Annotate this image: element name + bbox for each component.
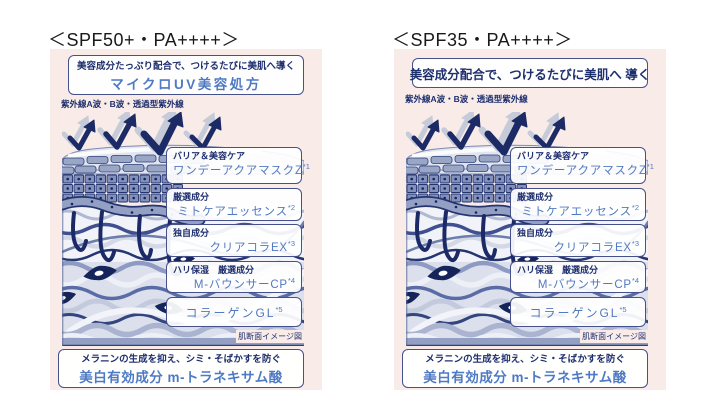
ingredient-box-collagen-gl: コラーゲンGL*5: [510, 297, 646, 327]
ingredient-name: ワンデーアクアマスクZ*1: [517, 162, 654, 178]
header-line1: 美容成分たっぷり配合で、つけるたびに美肌へ導く: [76, 60, 296, 72]
beauty-formula-header-box: 美容成分たっぷり配合で、つけるたびに美肌へ導く マイクロUV美容処方: [68, 55, 304, 95]
panel-title-spf35: ＜SPF35・PA++++＞: [392, 30, 573, 50]
ingredient-box-aqua-mask: バリア＆美容ケア ワンデーアクアマスクZ*1: [510, 147, 654, 184]
panel-spf35: 美容成分配合で、つけるたびに美肌へ 導く 紫外線A波・B波・透過型紫外線: [394, 49, 666, 390]
ingredient-category: ハリ保湿 厳選成分: [173, 265, 255, 275]
ingredient-note: *5: [275, 304, 283, 314]
panel-title-spf50: ＜SPF50+・PA++++＞: [48, 30, 240, 50]
uv-ray-arrows: [406, 112, 566, 156]
ingredient-box-m-bouncer-cp: ハリ保湿 厳選成分 M-バウンサーCP*4: [166, 261, 302, 293]
footer-line2: 美白有効成分 m-トラネキサム酸: [79, 370, 283, 385]
ingredient-category: 独自成分: [173, 228, 210, 238]
ingredient-name: ミトケアエッセンス*2: [177, 203, 295, 219]
ingredient-note: *1: [302, 162, 310, 172]
ingredient-name: ミトケアエッセンス*2: [521, 203, 639, 219]
ingredient-note: *2: [631, 203, 639, 213]
ingredient-box-aqua-mask: バリア＆美容ケア ワンデーアクアマスクZ*1: [166, 147, 310, 184]
ingredient-name: クリアコラEX*3: [553, 239, 639, 255]
ingredient-category: 厳選成分: [173, 192, 210, 202]
uv-types-label: 紫外線A波・B波・透過型紫外線: [405, 94, 528, 104]
ingredient-category: 厳選成分: [517, 192, 554, 202]
panel-spf50: 美容成分たっぷり配合で、つけるたびに美肌へ導く マイクロUV美容処方 紫外線A波…: [50, 49, 322, 390]
ingredient-name: コラーゲンGL*5: [185, 304, 283, 320]
ingredient-box-collagen-gl: コラーゲンGL*5: [166, 297, 302, 327]
ingredient-box-clearcolla-ex: 独自成分 クリアコラEX*3: [510, 224, 646, 257]
uv-types-label: 紫外線A波・B波・透過型紫外線: [61, 99, 184, 109]
uv-ray-arrows: [62, 112, 222, 156]
ingredient-category: バリア＆美容ケア: [517, 151, 590, 161]
footer-line2: 美白有効成分 m-トラネキサム酸: [423, 370, 627, 385]
whitening-footer-box: メラニンの生成を抑え、シミ・そばかすを防ぐ 美白有効成分 m-トラネキサム酸: [58, 349, 304, 388]
ingredient-category: バリア＆美容ケア: [173, 151, 246, 161]
ingredient-category: 独自成分: [517, 228, 554, 238]
ingredient-box-m-bouncer-cp: ハリ保湿 厳選成分 M-バウンサーCP*4: [510, 261, 646, 293]
ingredient-name: M-バウンサーCP*4: [193, 276, 295, 292]
ingredient-note: *3: [287, 239, 295, 249]
footer-line1: メラニンの生成を抑え、シミ・そばかすを防ぐ: [425, 354, 625, 365]
footer-line1: メラニンの生成を抑え、シミ・そばかすを防ぐ: [81, 354, 281, 365]
micro-uv-formula-label: マイクロUV美容処方: [110, 76, 262, 92]
ingredient-name: ワンデーアクアマスクZ*1: [173, 162, 310, 178]
ingredient-box-clearcolla-ex: 独自成分 クリアコラEX*3: [166, 224, 302, 257]
ingredient-note: *1: [646, 162, 654, 172]
skin-diagram-caption: 肌断面イメージ図: [236, 330, 304, 343]
skin-diagram-caption: 肌断面イメージ図: [580, 330, 648, 343]
ingredient-note: *2: [287, 203, 295, 213]
header-line1: 美容成分配合で、つけるたびに美肌へ 導く: [409, 67, 651, 82]
beauty-formula-header-box: 美容成分配合で、つけるたびに美肌へ 導く: [409, 58, 651, 88]
ingredient-note: *4: [287, 276, 295, 286]
ingredient-box-mitocare-essence: 厳選成分 ミトケアエッセンス*2: [166, 188, 302, 221]
whitening-footer-box: メラニンの生成を抑え、シミ・そばかすを防ぐ 美白有効成分 m-トラネキサム酸: [402, 349, 648, 388]
ingredient-name: M-バウンサーCP*4: [537, 276, 639, 292]
ingredient-note: *5: [619, 304, 627, 314]
ingredient-name: コラーゲンGL*5: [529, 304, 627, 320]
ingredient-name: クリアコラEX*3: [209, 239, 295, 255]
ingredient-category: ハリ保湿 厳選成分: [517, 265, 599, 275]
ingredient-note: *4: [631, 276, 639, 286]
ingredient-note: *3: [631, 239, 639, 249]
ingredient-box-mitocare-essence: 厳選成分 ミトケアエッセンス*2: [510, 188, 646, 221]
